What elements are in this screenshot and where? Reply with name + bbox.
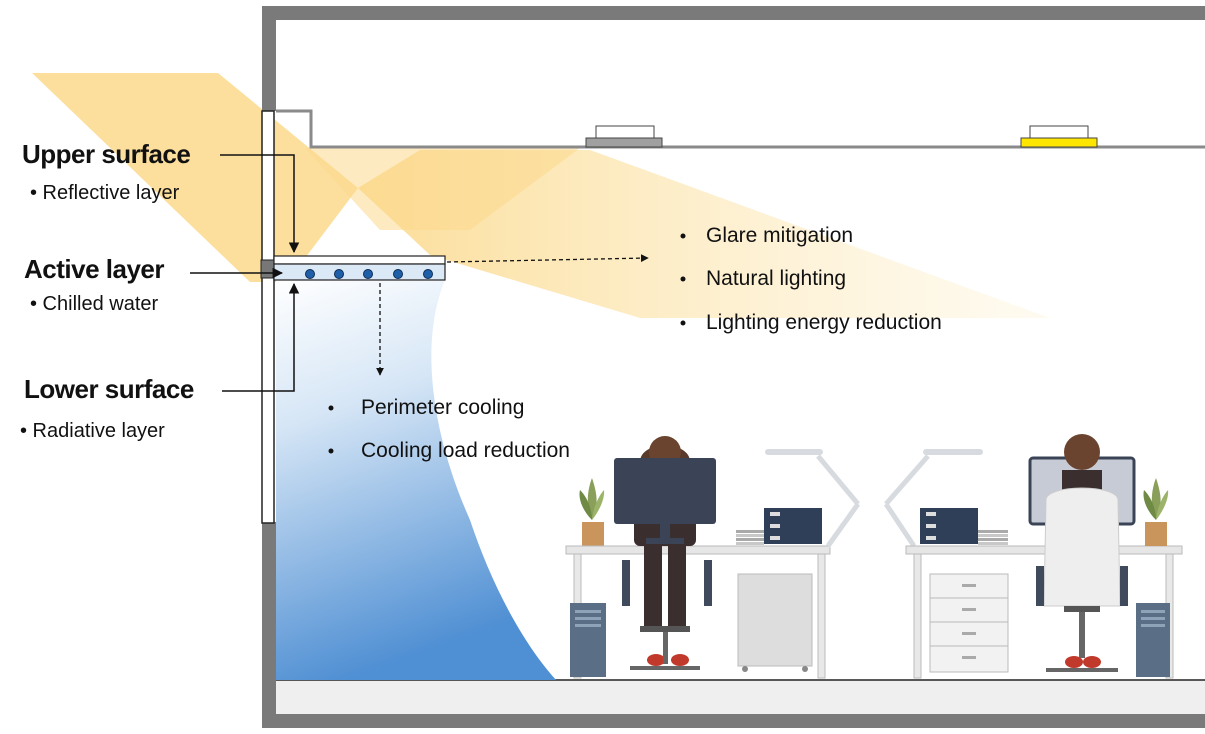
bullet-lighting-energy [680,320,686,326]
upper-surface-desc: • Reflective layer [30,182,180,204]
computer-tower-icon [570,603,606,677]
pipe-icon [393,269,403,279]
binders-icon [736,508,822,545]
floor-surface [276,680,1205,714]
lower-surface-desc: • Radiative layer [20,420,165,442]
sunlight-ceiling-wash [305,148,580,230]
chilled-air-plume [276,280,556,680]
left-workstation [565,436,861,679]
pipe-icon [334,269,344,279]
desk-lamp-icon [883,449,983,548]
lighting-effect-arrow [446,254,649,263]
cooling-benefit-item: Cooling load reduction [361,439,570,462]
desk-lamp-icon [765,449,861,548]
left-wall-upper [262,6,276,111]
lighting-benefit-item: Natural lighting [706,267,847,290]
left-wall-lower [262,522,276,727]
computer-tower-icon [1136,603,1170,677]
window-mullion [260,259,276,279]
drawer-cabinet-icon [929,573,1009,673]
lighting-benefit-item: Glare mitigation [706,224,854,247]
binders-icon [920,508,1008,545]
lower-surface-title: Lower surface [24,374,194,404]
active-layer-desc: • Chilled water [30,293,159,315]
pipe-icon [363,269,373,279]
bullet-perimeter [328,405,334,411]
roof-slab [262,6,1205,20]
active-layer-title: Active layer [24,254,164,284]
bullet-natural [680,276,686,282]
upper-surface-leader [220,154,300,254]
plant-icon [579,478,605,546]
lower-surface-leader [222,282,300,392]
upper-surface-title: Upper surface [22,139,191,169]
light-shelf [273,255,446,281]
bullet-glare [680,233,686,239]
sunlight-reflected [358,150,1050,318]
bullet-cooling-load [328,448,334,454]
pipe-icon [423,269,433,279]
right-workstation [883,434,1183,679]
lighting-benefit-item: Lighting energy reduction [706,311,942,334]
floor-slab [262,714,1205,728]
luminaire-off [585,125,663,148]
plant-icon [1143,478,1169,546]
monitor-icon [614,458,716,544]
window-glazing [261,110,275,524]
chilled-water-pipes [305,269,433,279]
suspended-ceiling [276,109,1205,149]
cooling-benefit-item: Perimeter cooling [361,396,525,419]
office-worker-right [1036,434,1128,672]
pipe-icon [305,269,315,279]
sunlight-incoming [32,73,358,282]
luminaire-on [1020,125,1098,148]
